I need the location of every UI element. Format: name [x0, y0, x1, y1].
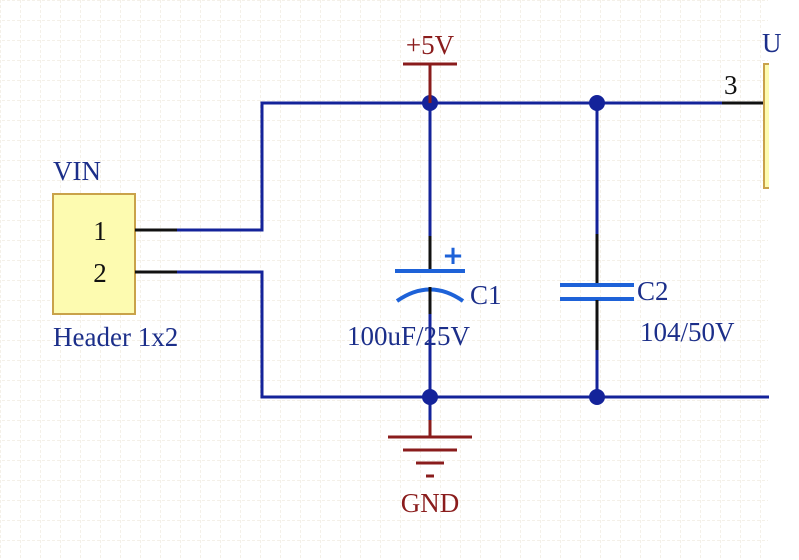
vcc-label: +5V: [406, 30, 455, 60]
c1-value: 100uF/25V: [347, 321, 471, 351]
header-pin-2-number: 2: [93, 258, 107, 288]
c2-designator: C2: [637, 276, 669, 306]
header-component[interactable]: 1 2: [52, 193, 177, 315]
u1-pin-3-number: 3: [724, 70, 738, 100]
gnd-power-port[interactable]: [388, 420, 472, 478]
wire-pin1-to-vcc-rail[interactable]: [173, 101, 768, 232]
c1-polarity-mark: +: [442, 241, 464, 271]
vcc-power-port[interactable]: +5V: [403, 30, 457, 103]
wires: [173, 101, 770, 422]
header-designator: VIN: [53, 156, 101, 186]
wire-pin2-to-gnd-rail[interactable]: [173, 270, 770, 399]
junction-vcc-c2: [589, 95, 605, 111]
c1-capacitor[interactable]: +: [395, 236, 465, 314]
header-pin-1-number: 1: [93, 216, 107, 246]
c2-capacitor[interactable]: [560, 234, 634, 350]
header-comment: Header 1x2: [53, 322, 178, 352]
header-body: [52, 193, 136, 315]
junction-gnd-c2: [589, 389, 605, 405]
junction-gnd-c1: [422, 389, 438, 405]
c1-designator: C1: [470, 280, 502, 310]
gnd-label: GND: [401, 488, 460, 518]
u1-designator: U: [762, 28, 782, 58]
c2-value: 104/50V: [640, 317, 735, 347]
u1-ic-partial[interactable]: 3 U: [722, 0, 799, 560]
